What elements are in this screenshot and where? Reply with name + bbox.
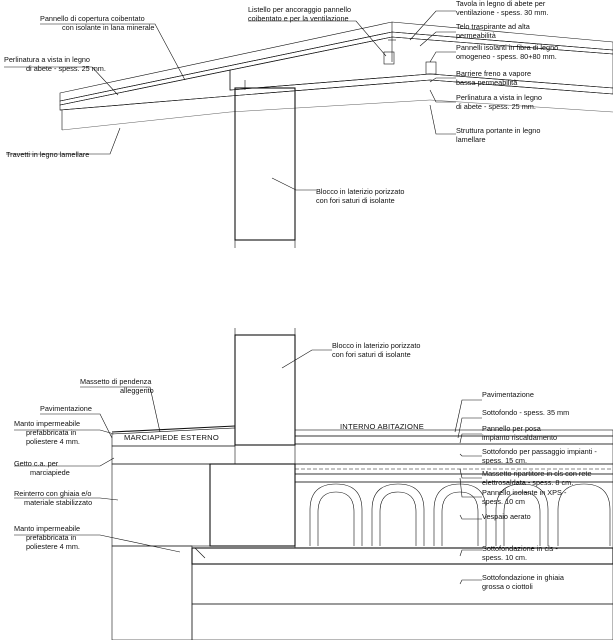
label-block-top: Blocco in laterizio porizzato con fori s… [316, 187, 406, 205]
label-mesh-screed: Massetto ripartitore in cls con rete ele… [482, 469, 594, 487]
ground-section [111, 328, 613, 640]
roof-wall-block [234, 87, 296, 241]
zone-label-inside: INTERNO ABITAZIONE [340, 422, 424, 431]
label-foundation-gravel: Sottofondazione in ghiaia grossa o ciott… [482, 573, 566, 591]
label-breathable-sheet: Telo traspirante ad alta permeabilità [456, 22, 532, 40]
leader-lines [4, 10, 482, 585]
label-paving-left: Pavimentazione [40, 404, 92, 413]
zone-label-outside: MARCIAPIEDE ESTERNO [124, 433, 219, 442]
roof-annotations: Pannello di copertura coibentato con iso… [4, 0, 560, 205]
label-concrete-cast: Getto c.a. per marciapiede [14, 459, 70, 477]
ground-annotations: Blocco in laterizio porizzato con fori s… [14, 341, 599, 591]
label-exposed-boards-left: Perlinatura a vista in legno di abete - … [4, 55, 106, 73]
label-paving-right: Pavimentazione [482, 390, 534, 399]
label-structure: Struttura portante in legno lamellare [456, 126, 542, 144]
foundation-wall [209, 463, 296, 547]
label-exposed-boards-right: Perlinatura a vista in legno di abete - … [456, 93, 544, 111]
label-crawl-space: Vespaio aerato [482, 512, 531, 521]
ground-wall-block [234, 334, 296, 446]
label-batten: Listello per ancoraggio pannello coibent… [248, 5, 353, 23]
label-subfloor: Sottofondo - spess. 35 mm [482, 408, 569, 417]
label-gravel-fill: Reinterro con ghiaia e/o materiale stabi… [14, 489, 94, 507]
label-subfloor-pipes: Sottofondo per passaggio impianti - spes… [482, 447, 599, 465]
label-heating-panel: Pannello per posa impianto riscaldamento [482, 424, 557, 442]
label-slope-screed: Massetto di pendenza alleggerito [80, 377, 154, 395]
roof-section [59, 21, 613, 248]
label-cover-panel: Pannello di copertura coibentato con iso… [40, 14, 154, 32]
ground-weave-right [191, 603, 613, 640]
crawl-space-arches [309, 483, 611, 546]
roof-cover-panel [59, 21, 613, 102]
label-fiber-panels: Pannelli isolanti in fibra di legno omog… [456, 43, 560, 61]
sidewalk-concrete-cast [111, 445, 236, 465]
label-fir-board: Tavola in legno di abete per ventilazion… [456, 0, 548, 17]
floor-subfloor [294, 435, 613, 445]
label-membrane-top: Manto impermeabile prefabbricata in poli… [14, 419, 82, 446]
label-xps-panel: Pannello isolante in XPS - spess. 10 cm [482, 488, 568, 506]
label-foundation-cls: Sottofondazione in cls - spess. 10 cm. [482, 544, 560, 562]
label-beams: Travetti in legno lamellare [6, 150, 89, 159]
label-block-bottom: Blocco in laterizio porizzato con fori s… [332, 341, 422, 359]
label-membrane-bottom: Manto impermeabile prefabbricata in poli… [14, 524, 82, 551]
gravel-fill [111, 463, 211, 547]
foundation-gravel [191, 563, 613, 605]
ground-weave-left [111, 545, 193, 640]
label-vapor-barrier: Barriere freno a vapore bassa permeabili… [456, 69, 533, 87]
